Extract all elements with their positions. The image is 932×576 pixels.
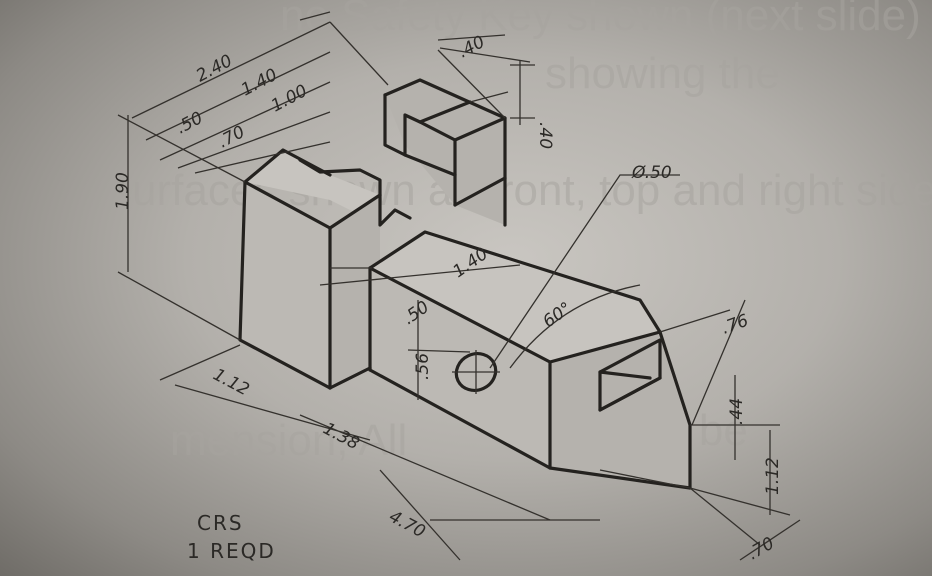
dim-height: 1.90 (113, 172, 133, 210)
dim-step-2: 1.00 (268, 81, 311, 116)
dim-top-height: .40 (535, 122, 555, 149)
upright-step-edge (453, 176, 507, 207)
top-extension-lines (299, 11, 506, 119)
nose-top-edge (368, 230, 662, 334)
block-front-face (240, 182, 330, 388)
top-40-dim (439, 47, 531, 103)
upright-top-edge-2 (453, 116, 507, 142)
hole-leader (489, 174, 680, 369)
dim-step-3: .50 (173, 108, 206, 138)
hole-ellipse (454, 352, 498, 392)
object-outline (238, 78, 692, 490)
nose-front-face (370, 268, 550, 468)
dim-hole-height: .56 (413, 353, 433, 380)
v-slot-edge (598, 376, 662, 412)
dim-nose-height: 1.12 (763, 457, 783, 495)
height-dim (117, 114, 246, 341)
object-faces (240, 80, 690, 488)
dim-total-length: 4.70 (386, 507, 429, 542)
bottom-extension-lines (430, 469, 691, 521)
right-height-dims (689, 375, 791, 516)
upright-step-edge-2 (403, 153, 457, 177)
chamfer-dim (659, 299, 746, 426)
dimension-lines (117, 11, 801, 561)
angle-arc (509, 284, 641, 369)
hole-centerlines (452, 350, 500, 394)
dim-slot-depth: .44 (727, 398, 747, 425)
dimension-labels: 2.40 1.40 1.00 .50 .70 .40 .40 1.90 Ø.50… (113, 32, 783, 564)
top-dim-lines (131, 21, 331, 174)
background-text-1: ne Safety Key shown (next slide) (280, 0, 921, 40)
dim-base-depth: 1.12 (210, 365, 253, 400)
note-material: CRS (197, 511, 244, 535)
upright-face (385, 80, 505, 225)
dim-step-4: .70 (215, 122, 248, 152)
dim-hole-diameter: Ø.50 (631, 163, 672, 183)
v-slot-edge-2 (598, 370, 652, 380)
dim-chamfer: .76 (719, 311, 751, 339)
upright-top-edge (418, 100, 472, 124)
nose-top-face (370, 232, 660, 362)
background-text-4: mension, All (170, 416, 407, 465)
background-text-3: surfaces shown as front, top and right s… (110, 166, 932, 215)
block-top-edge (243, 148, 332, 184)
nose-length-dim (319, 264, 521, 286)
hole-height-dim (407, 300, 471, 400)
block-base-edge (328, 366, 372, 390)
background-text-2: showing the (545, 49, 780, 98)
nose-end-face (550, 332, 690, 488)
block-side-face (330, 195, 380, 388)
drawing-notes: CRS 1 REQD (187, 511, 276, 563)
dim-overall-width: 2.40 (193, 51, 236, 86)
bottom-dim-lines (159, 344, 801, 561)
upright-outline (383, 78, 507, 227)
note-quantity: 1 REQD (187, 539, 276, 563)
notch-edge (298, 158, 412, 227)
block-top-face (245, 150, 380, 225)
right-40-dim (510, 60, 535, 125)
